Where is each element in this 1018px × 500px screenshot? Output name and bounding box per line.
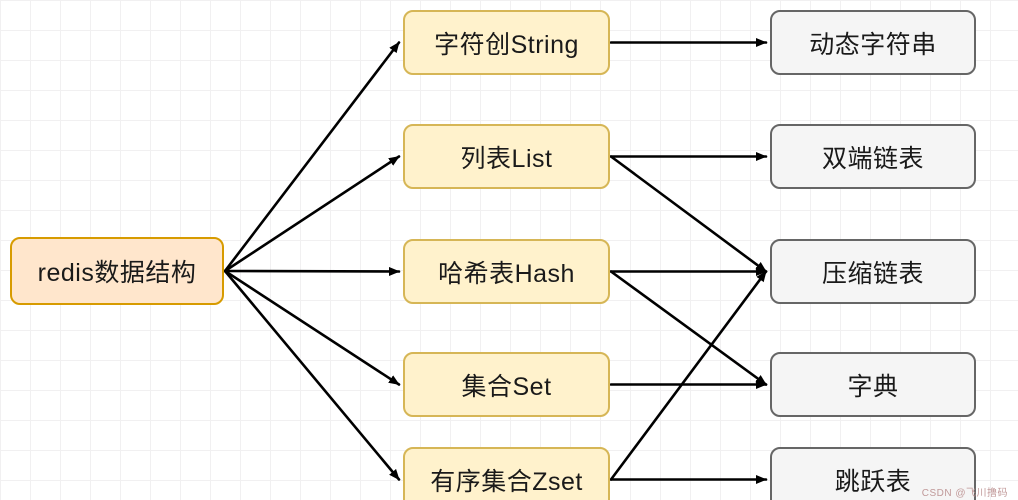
edge-root-to-m4 (223, 269, 401, 481)
node-skiplist[interactable]: 跳跃表 (770, 447, 976, 500)
node-label: 列表List (460, 144, 553, 173)
node-label: 字符创String (434, 30, 579, 59)
edge-root-to-m1 (223, 155, 401, 273)
edge-m1-to-r2 (609, 155, 768, 273)
node-string[interactable]: 字符创String (403, 10, 610, 75)
edge-root-to-m0 (223, 41, 401, 273)
node-label: 哈希表Hash (438, 259, 575, 288)
node-label: 有序集合Zset (430, 467, 583, 496)
node-redis-data-structure[interactable]: redis数据结构 (10, 237, 224, 305)
node-label: 字典 (847, 372, 899, 401)
node-label: 动态字符串 (809, 30, 937, 59)
node-label: 压缩链表 (821, 259, 924, 288)
edge-root-to-m3 (223, 269, 401, 386)
node-dynamic-string[interactable]: 动态字符串 (770, 10, 976, 75)
node-hash[interactable]: 哈希表Hash (403, 239, 610, 304)
node-zset[interactable]: 有序集合Zset (403, 447, 610, 500)
edge-m4-to-r2 (609, 270, 768, 481)
node-set[interactable]: 集合Set (403, 352, 610, 417)
node-dict[interactable]: 字典 (770, 352, 976, 417)
edge-root-to-m2 (223, 266, 401, 276)
node-list[interactable]: 列表List (403, 124, 610, 189)
node-label: 跳跃表 (834, 467, 912, 496)
node-label: 双端链表 (821, 144, 924, 173)
node-ziplist[interactable]: 压缩链表 (770, 239, 976, 304)
node-doubly-linked-list[interactable]: 双端链表 (770, 124, 976, 189)
node-label: 集合Set (461, 372, 552, 401)
edge-m2-to-r3 (609, 270, 768, 386)
node-label: redis数据结构 (37, 259, 197, 287)
